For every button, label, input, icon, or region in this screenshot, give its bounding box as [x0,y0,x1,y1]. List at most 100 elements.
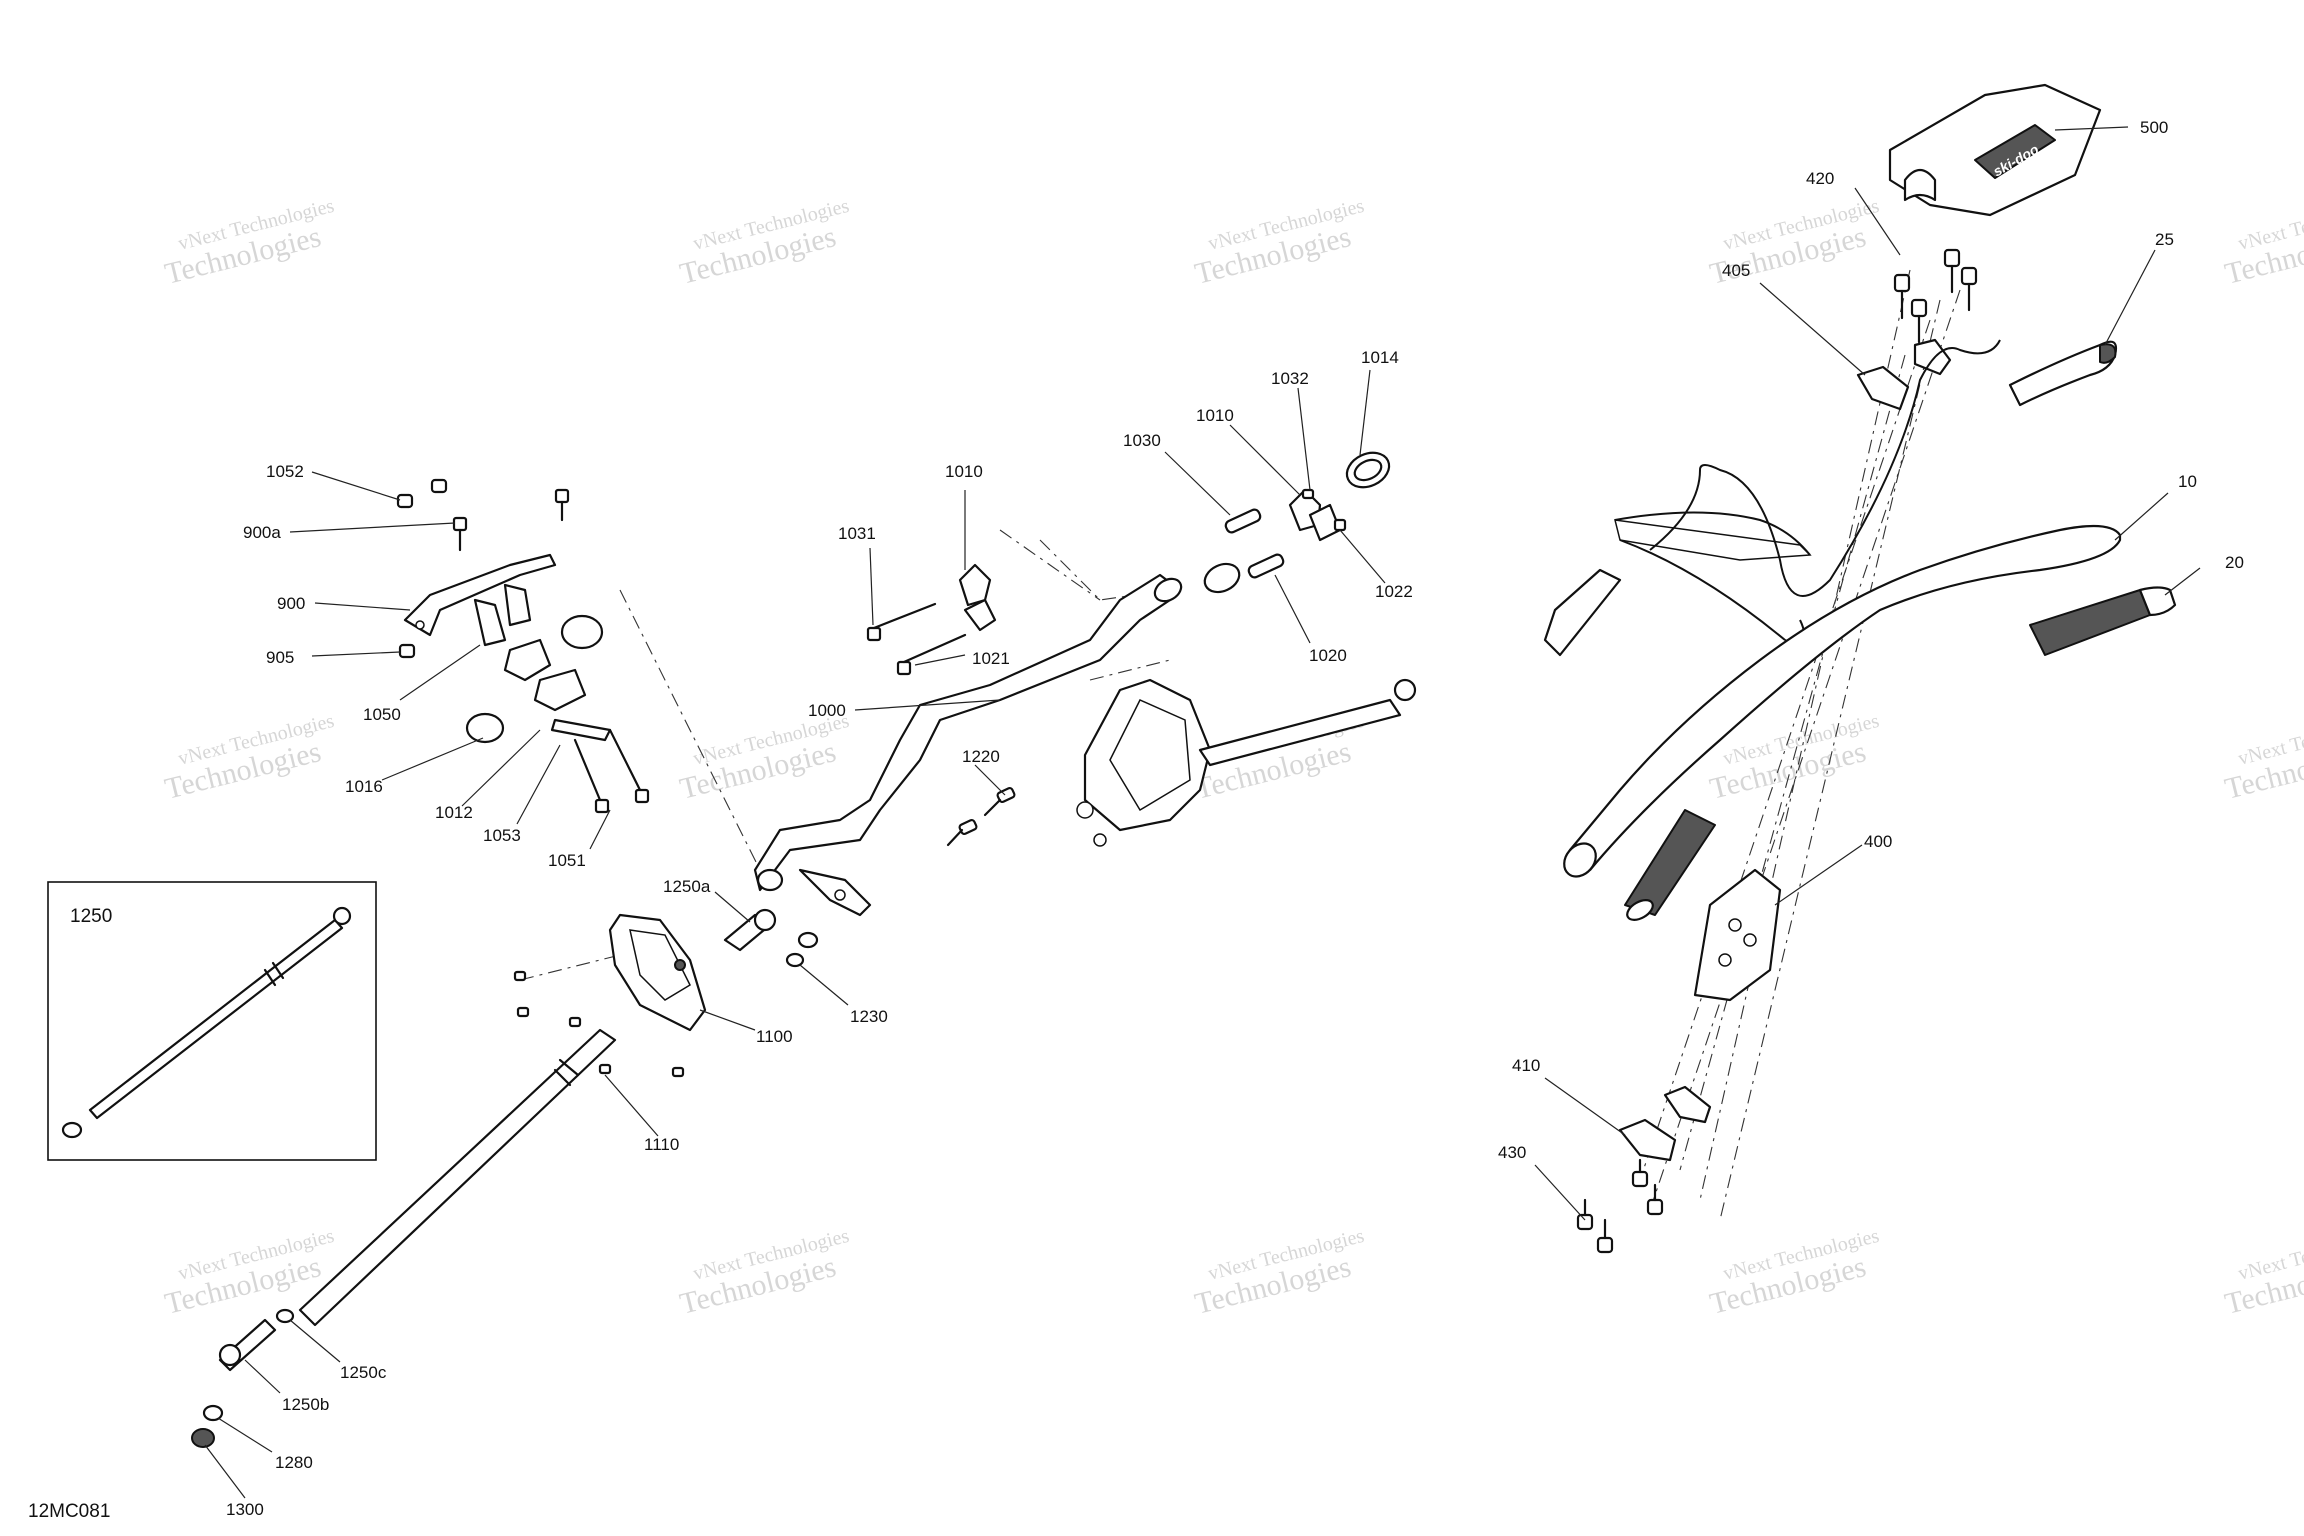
brake-lever-assembly [1543,511,1812,657]
label-1050: 1050 [363,705,401,724]
riser-block-400 [1693,868,1782,1002]
throttle-lever-25 [2008,340,2118,407]
washer-1230 [785,931,819,968]
bushing-halves-1010 [958,563,997,632]
label-1230: 1230 [850,1007,888,1026]
left-grip [1624,809,1716,921]
bolts-420 [1893,248,1978,344]
label-1010: 1010 [945,462,983,481]
watermark-tile: vNext Technologies Technologies [677,195,852,291]
tie-rod-end-1250b [218,1318,277,1372]
label-1016: 1016 [345,777,383,796]
drawing-reference-code: 12MC081 [28,1501,110,1522]
part-labels: 500 420 405 25 10 20 400 410 430 1052 90… [226,118,2244,1519]
right-tie-rod [1198,678,1417,767]
steering-column-1000 [753,573,1183,917]
watermark-tile: vNext Technologies Technologies [2222,195,2304,291]
ring-1016 [465,712,505,744]
tie-rod-end-1250a [723,908,777,952]
label-1014: 1014 [1361,348,1399,367]
nut-1022 [1333,518,1347,532]
watermark-tile: vNext Technologies Technologies [1192,1225,1367,1321]
inset-tie-rod [61,906,352,1139]
label-1022: 1022 [1375,582,1413,601]
nut-905 [398,643,416,659]
watermark-tile: vNext Technologies Technologies [2222,710,2304,806]
lower-clamps-410 [1618,1085,1712,1162]
bolt-1021 [896,633,967,676]
inset-box: 1250 [47,881,377,1161]
bolts-900a [452,488,570,552]
label-1110: 1110 [644,1135,679,1154]
label-500: 500 [2140,118,2168,137]
label-1250c: 1250c [340,1363,387,1382]
label-10: 10 [2178,472,2197,491]
washer-1280 [202,1404,224,1422]
screws-1110 [513,970,685,1078]
right-steering-arm-cover [1076,678,1212,847]
label-20: 20 [2225,553,2244,572]
watermark-tile: vNext Technologies Technologies [162,710,337,806]
label-1032: 1032 [1271,369,1309,388]
label-1010-right: 1010 [1196,406,1234,425]
spacer-1053 [550,718,612,742]
watermark-tile: vNext Technologies Technologies [677,710,852,806]
label-900: 900 [277,594,305,613]
label-1220: 1220 [962,747,1000,766]
ring-1020b [1203,562,1241,594]
upper-clamps-405 [1856,338,1952,411]
watermark-tile: vNext Technologies Technologies [1707,1225,1882,1321]
label-400: 400 [1864,832,1892,851]
bolts-430 [1576,1158,1664,1254]
label-410: 410 [1512,1056,1540,1075]
bushing-1050 [473,583,532,647]
label-25: 25 [2155,230,2174,249]
leader-lines [204,126,2201,1499]
label-405: 405 [1722,261,1750,280]
grip-20 [2029,586,2177,656]
label-1052: 1052 [266,462,304,481]
watermark-tile: vNext Technologies Technologies [1192,195,1367,291]
label-1100: 1100 [756,1027,793,1046]
label-1012: 1012 [435,803,473,822]
ring-1016-top [560,614,604,650]
label-1030: 1030 [1123,431,1161,450]
label-430: 430 [1498,1143,1526,1162]
label-1021: 1021 [972,649,1010,668]
label-1250b: 1250b [282,1395,329,1414]
jam-nut-1250c [275,1308,295,1324]
ring-1014 [1345,451,1391,489]
nut-1300 [191,1428,215,1448]
watermark-tile: vNext Technologies Technologies [162,195,337,291]
label-1020: 1020 [1309,646,1347,665]
label-1250a: 1250a [663,877,711,896]
spacer-1030 [1224,508,1262,534]
bushing-1010-right [1288,488,1342,542]
label-1000: 1000 [808,701,846,720]
bolt-1031 [866,602,937,642]
handlebar-10 [1563,524,2122,878]
bolts-1220 [946,786,1016,847]
assembly-lines [519,269,1961,1221]
spacer-1032 [1301,488,1315,500]
label-1280: 1280 [275,1453,313,1472]
nuts-1052 [396,478,448,509]
bushing-1012 [503,638,587,712]
bolts-1051 [573,728,650,814]
wire-harness [1649,339,2001,597]
label-905: 905 [266,648,294,667]
label-900a: 900a [243,523,281,542]
steering-arm-cover-1100 [608,913,707,1032]
label-1300: 1300 [226,1500,264,1519]
handlebar-cover-500: ski-doo [1888,83,2102,217]
watermark-tile: vNext Technologies Technologies [677,1225,852,1321]
watermark-tile: vNext Technologies Technologies [2222,1225,2304,1321]
bracket-900 [403,553,557,637]
spacer-1020 [1247,553,1285,579]
inset-title: 1250 [70,906,112,927]
label-420: 420 [1806,169,1834,188]
label-1031: 1031 [838,524,876,543]
label-1053: 1053 [483,826,521,845]
label-1051: 1051 [548,851,586,870]
